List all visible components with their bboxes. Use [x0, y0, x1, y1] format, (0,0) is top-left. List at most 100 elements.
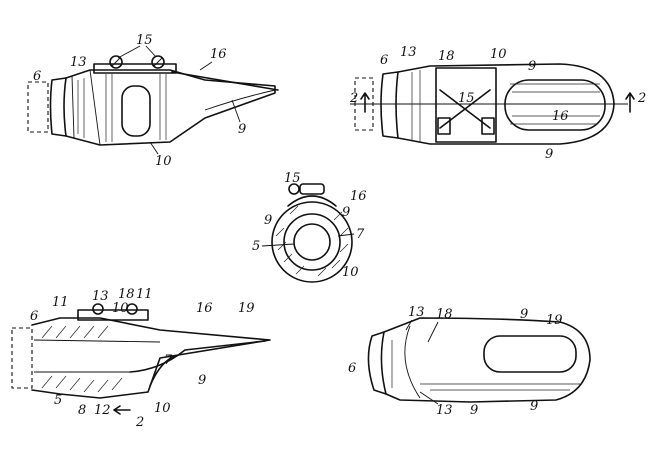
label-19: 19	[546, 313, 563, 328]
section-outline	[31, 317, 271, 399]
screw-right	[126, 303, 138, 315]
label-11: 11	[52, 295, 69, 310]
attached-tube-phantom	[27, 81, 49, 133]
screw-left	[92, 303, 104, 315]
label-6: 6	[380, 53, 388, 68]
barrel-band-line	[71, 75, 75, 139]
label-13a: 13	[408, 305, 425, 320]
band-x2	[439, 89, 491, 129]
leader-15b	[145, 45, 157, 58]
screw-right	[151, 55, 165, 69]
label-7: 7	[356, 227, 365, 242]
label-7: 7	[164, 353, 173, 368]
end-ring	[380, 71, 399, 139]
label-13: 13	[92, 289, 109, 304]
leader-10	[149, 141, 159, 155]
clamp-screw	[299, 183, 325, 195]
leader-7	[337, 233, 355, 237]
liner-ring	[283, 213, 341, 271]
figure-side-elevation: 6 13 15 16 9 10	[27, 33, 279, 169]
flat-table	[504, 79, 606, 131]
leader-18	[427, 321, 439, 343]
leader-15a	[117, 45, 141, 59]
screw-left	[109, 55, 123, 69]
label-13: 13	[400, 45, 417, 60]
label-18: 18	[438, 49, 455, 64]
side-window	[121, 85, 151, 137]
label-15: 15	[136, 33, 153, 48]
figure-perspective: 13 18 9 19 6 13 9 9	[348, 305, 591, 418]
leader-5	[261, 243, 295, 247]
label-18: 18	[118, 287, 135, 302]
flat-table	[483, 335, 577, 373]
label-2: 2	[135, 415, 144, 430]
label-18: 18	[436, 307, 453, 322]
reed-chamber-curve	[149, 355, 176, 387]
label-2r: 2	[637, 91, 646, 106]
reed-edge	[171, 71, 279, 91]
clamp-strap	[287, 195, 337, 207]
label-10a: 10	[112, 301, 129, 316]
label-6: 6	[348, 361, 356, 376]
label-9l: 9	[264, 213, 272, 228]
body-shading	[411, 70, 600, 142]
label-15: 15	[284, 171, 301, 186]
label-9c: 9	[530, 399, 538, 414]
section-arrow-left	[360, 92, 370, 113]
ligature-strap	[93, 63, 177, 74]
label-5: 5	[252, 239, 260, 254]
label-9: 9	[198, 373, 206, 388]
end-ring	[49, 77, 67, 137]
leader-16	[199, 61, 213, 71]
label-16: 16	[210, 47, 227, 62]
label-9b: 9	[470, 403, 478, 418]
wall-hatching	[275, 205, 349, 277]
rail-left	[404, 325, 421, 399]
label-2l: 2	[349, 91, 358, 106]
figure-longitudinal-section: 6 11 13 18 11 10 16 19 7 9 5 8 12 10 2	[11, 287, 271, 430]
label-11b: 11	[136, 287, 153, 302]
screw-left	[437, 117, 451, 135]
bore-top	[33, 339, 161, 343]
label-13b: 13	[436, 403, 453, 418]
label-10: 10	[490, 47, 507, 62]
leader-13a	[405, 319, 413, 331]
label-8: 8	[78, 403, 86, 418]
screw-right	[481, 117, 495, 135]
label-10b: 10	[154, 401, 171, 416]
label-9: 9	[238, 122, 246, 137]
label-9a: 9	[528, 59, 536, 74]
section-hatching	[41, 325, 123, 393]
label-10: 10	[155, 154, 172, 169]
body-shading	[391, 340, 580, 391]
ligature-top	[77, 309, 149, 321]
label-12: 12	[94, 403, 111, 418]
baffle-curve	[129, 340, 266, 373]
figure-end-view: 15 16 9 9 5 7 10	[252, 171, 367, 283]
figure-top-plan: 6 13 18 10 9 2 15 16 2 9	[349, 45, 646, 162]
label-10: 10	[342, 265, 359, 280]
label-15: 15	[458, 91, 475, 106]
label-6: 6	[33, 69, 41, 84]
label-16: 16	[196, 301, 213, 316]
label-9r: 9	[342, 205, 350, 220]
label-13: 13	[70, 55, 87, 70]
end-ring	[367, 331, 387, 395]
label-19: 19	[238, 301, 255, 316]
label-16: 16	[350, 189, 367, 204]
leader-13b	[419, 391, 439, 405]
label-5: 5	[54, 393, 62, 408]
leader-9	[231, 99, 241, 123]
barrel-shoulder-line	[89, 69, 101, 146]
tip-rail	[204, 89, 276, 111]
label-9b: 9	[545, 147, 553, 162]
outer-shell	[271, 201, 353, 283]
label-9a: 9	[520, 307, 528, 322]
body-outline	[383, 317, 591, 403]
section-arrow	[113, 405, 131, 415]
screw-head	[288, 183, 300, 195]
label-6: 6	[30, 309, 38, 324]
section-arrow-right	[625, 92, 635, 113]
screw-left-slot	[111, 57, 121, 67]
